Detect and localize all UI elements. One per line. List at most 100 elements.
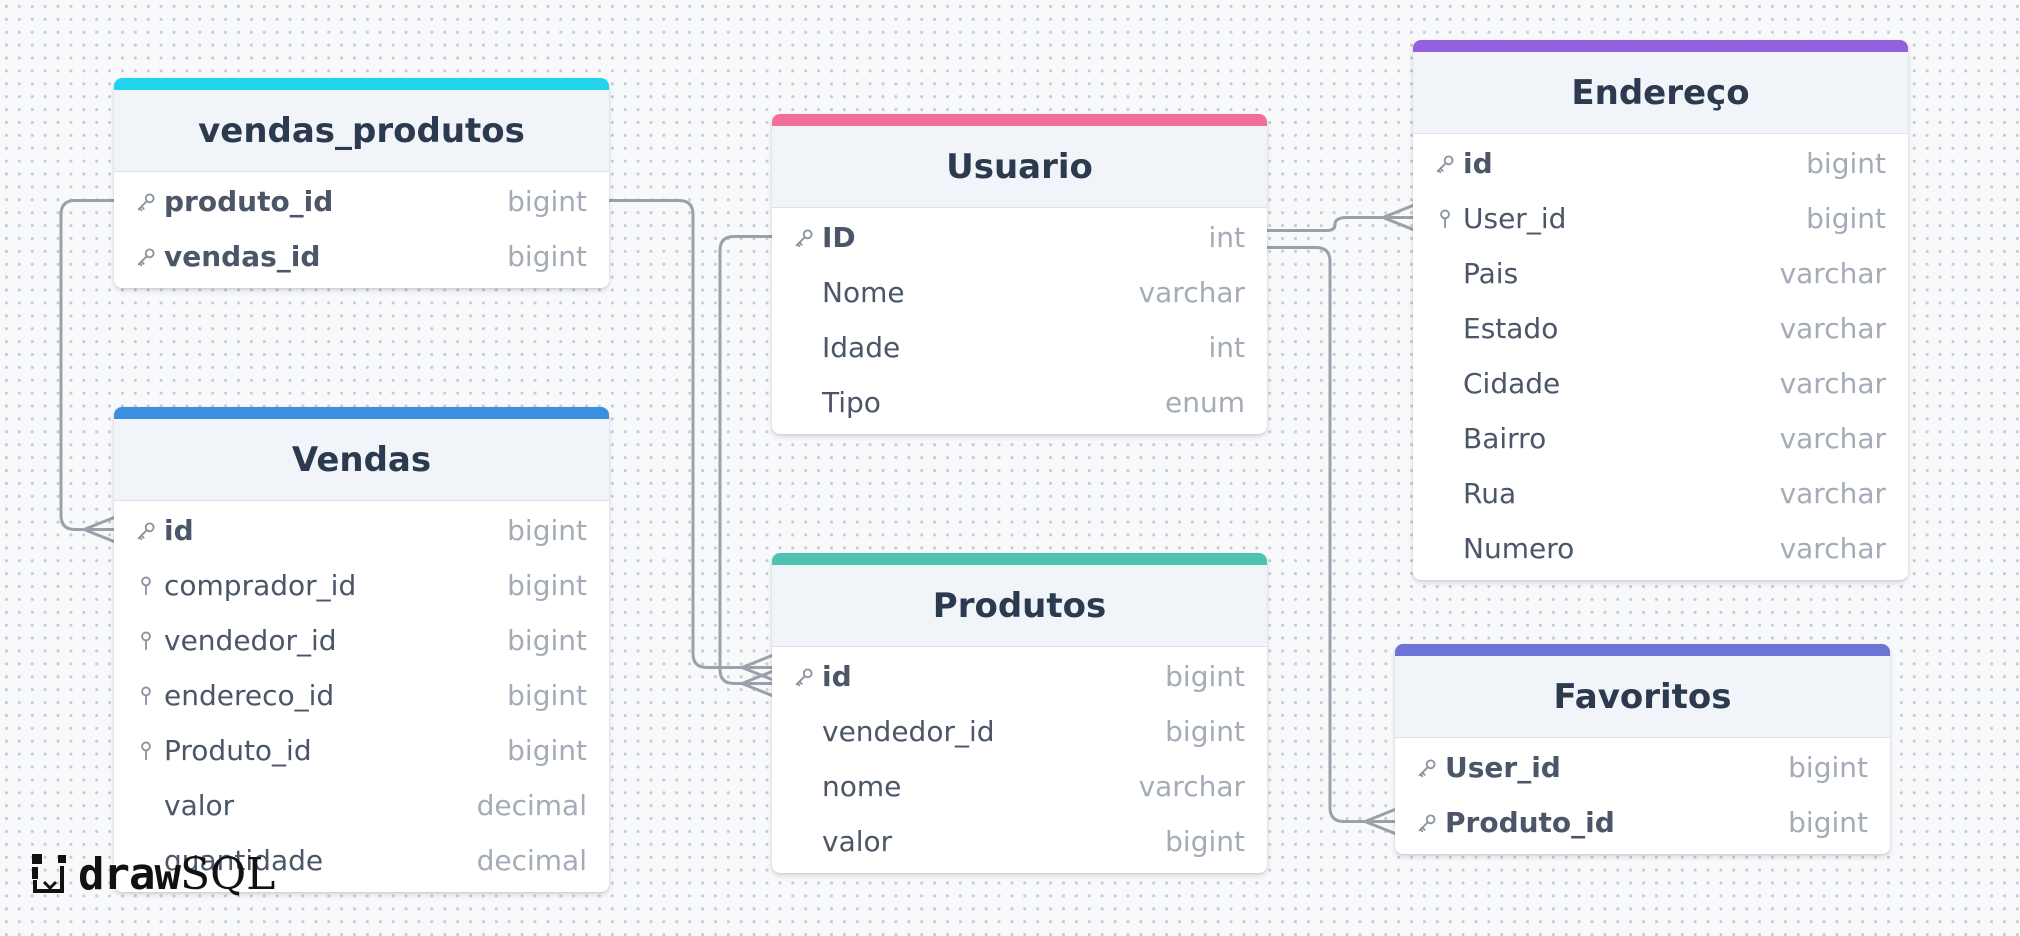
- table-title[interactable]: vendas_produtos: [114, 90, 609, 172]
- column-row[interactable]: id bigint: [1413, 136, 1908, 191]
- column-row[interactable]: comprador_id bigint: [114, 558, 609, 613]
- column-name: Numero: [1463, 532, 1575, 565]
- logo-word-sql: SQL: [179, 848, 276, 900]
- column-type: int: [1208, 331, 1245, 364]
- column-row[interactable]: Rua varchar: [1413, 466, 1908, 521]
- primary-key-icon: [1436, 155, 1454, 174]
- relation-line: [607, 199, 774, 669]
- crows-foot-icon: [82, 516, 116, 543]
- table-color-bar: [114, 407, 609, 419]
- column-row[interactable]: id bigint: [772, 649, 1267, 704]
- column-type: bigint: [1806, 202, 1886, 235]
- crows-foot-icon: [1381, 204, 1415, 231]
- column-type: bigint: [1806, 147, 1886, 180]
- column-type: varchar: [1779, 532, 1886, 565]
- column-row[interactable]: valor bigint: [772, 814, 1267, 869]
- foreign-key-icon: [141, 576, 151, 596]
- column-name: id: [1463, 147, 1493, 180]
- column-row[interactable]: quantidade decimal: [114, 833, 609, 888]
- column-type: bigint: [507, 679, 587, 712]
- column-name: Cidade: [1463, 367, 1561, 400]
- column-type: bigint: [1165, 825, 1245, 858]
- table-title[interactable]: Vendas: [114, 419, 609, 501]
- column-name: Estado: [1463, 312, 1559, 345]
- column-row[interactable]: valor decimal: [114, 778, 609, 833]
- primary-key-icon: [137, 248, 155, 267]
- column-name: id: [822, 660, 852, 693]
- column-name: nome: [822, 770, 902, 803]
- column-row[interactable]: ID int: [772, 210, 1267, 265]
- table-title[interactable]: Produtos: [772, 565, 1267, 647]
- table-color-bar: [1395, 644, 1890, 656]
- column-name: ID: [822, 221, 856, 254]
- column-name: Tipo: [822, 386, 881, 419]
- column-name: Produto_id: [164, 734, 312, 767]
- primary-key-icon: [1418, 814, 1436, 833]
- column-name: quantidade: [164, 844, 324, 877]
- primary-key-icon: [1418, 759, 1436, 778]
- column-type: varchar: [1138, 770, 1245, 803]
- column-type: bigint: [507, 569, 587, 602]
- column-type: decimal: [476, 844, 587, 877]
- crows-foot-icon: [1363, 808, 1397, 835]
- column-row[interactable]: nome varchar: [772, 759, 1267, 814]
- column-name: comprador_id: [164, 569, 357, 602]
- column-type: bigint: [507, 734, 587, 767]
- table-color-bar: [114, 78, 609, 90]
- table-title[interactable]: Endereço: [1413, 52, 1908, 134]
- column-type: bigint: [507, 624, 587, 657]
- column-type: bigint: [1165, 715, 1245, 748]
- crows-foot-icon: [740, 670, 774, 697]
- column-row[interactable]: Numero varchar: [1413, 521, 1908, 576]
- primary-key-icon: [795, 668, 813, 687]
- column-type: bigint: [1788, 806, 1868, 839]
- column-name: id: [164, 514, 194, 547]
- column-type: varchar: [1779, 367, 1886, 400]
- column-row[interactable]: Produto_id bigint: [114, 723, 609, 778]
- column-type: varchar: [1779, 477, 1886, 510]
- column-row[interactable]: Cidade varchar: [1413, 356, 1908, 411]
- table-color-bar: [772, 114, 1267, 126]
- column-type: bigint: [1788, 751, 1868, 784]
- column-name: valor: [164, 789, 235, 822]
- column-type: bigint: [1165, 660, 1245, 693]
- column-type: bigint: [507, 240, 587, 273]
- crows-foot-icon: [740, 654, 774, 681]
- table-title[interactable]: Usuario: [772, 126, 1267, 208]
- column-name: valor: [822, 825, 893, 858]
- table-color-bar: [1413, 40, 1908, 52]
- foreign-key-icon: [141, 631, 151, 651]
- column-type: decimal: [476, 789, 587, 822]
- relation-line: [718, 235, 774, 685]
- column-type: int: [1208, 221, 1245, 254]
- primary-key-icon: [137, 193, 155, 212]
- table-title[interactable]: Favoritos: [1395, 656, 1890, 738]
- column-name: Rua: [1463, 477, 1517, 510]
